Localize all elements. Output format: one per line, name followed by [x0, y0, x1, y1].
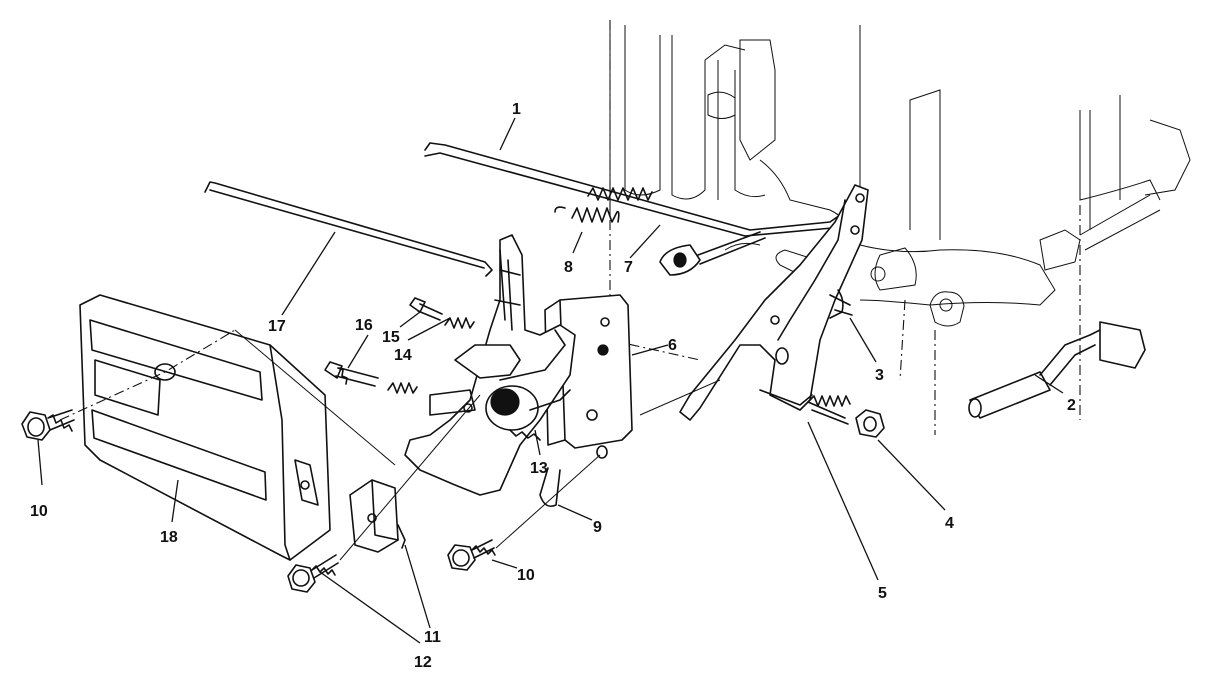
- callout-16: 16: [355, 317, 373, 334]
- part-5-governor-lever: [679, 184, 869, 421]
- callout-10-bottom: 10: [517, 567, 535, 584]
- callout-labels: 1 2 3 4 5 6 7 8 9 10 10 11 12 13 14 15 1…: [30, 101, 1076, 671]
- callout-1: 1: [512, 101, 521, 118]
- callout-15: 15: [382, 329, 400, 346]
- part-16-screw: [324, 361, 418, 394]
- part-5-stud: [807, 395, 851, 425]
- part-8-spring: [554, 206, 620, 223]
- part-7-link: [659, 231, 766, 276]
- part-2-shaft: [968, 321, 1146, 419]
- callout-13: 13: [530, 460, 548, 477]
- callout-14: 14: [394, 347, 412, 364]
- part-17-rod: [204, 181, 493, 277]
- leader-lines: [37, 117, 1064, 644]
- engine-block: [609, 25, 1191, 327]
- callout-8: 8: [564, 259, 573, 276]
- callout-12: 12: [414, 654, 432, 671]
- alignment-lines: [59, 329, 721, 561]
- part-13-lever: [429, 329, 571, 441]
- callout-2: 2: [1067, 397, 1076, 414]
- part-4-nut: [855, 409, 885, 438]
- part-14-spring: [444, 317, 475, 329]
- callout-17: 17: [268, 318, 286, 335]
- part-1-rod: [424, 142, 841, 237]
- part-1-spring: [587, 187, 653, 201]
- callout-18: 18: [160, 529, 178, 546]
- part-3-clamp-bolt: [829, 294, 853, 316]
- part-15-screw: [409, 297, 443, 321]
- part-9-pin: [539, 467, 561, 508]
- part-10-bolt-left: [21, 409, 75, 441]
- callout-7: 7: [624, 259, 633, 276]
- callout-4: 4: [945, 515, 954, 532]
- callout-3: 3: [875, 367, 884, 384]
- part-12-bolt: [287, 554, 339, 593]
- part-6-bracket: [544, 294, 633, 459]
- callout-9: 9: [593, 519, 602, 536]
- callout-5: 5: [878, 585, 887, 602]
- callout-6: 6: [668, 337, 677, 354]
- part-10-bolt-bottom: [447, 539, 496, 571]
- callout-11: 11: [424, 629, 441, 646]
- part-18-cover-plate: [79, 294, 331, 561]
- callout-10-left: 10: [30, 503, 48, 520]
